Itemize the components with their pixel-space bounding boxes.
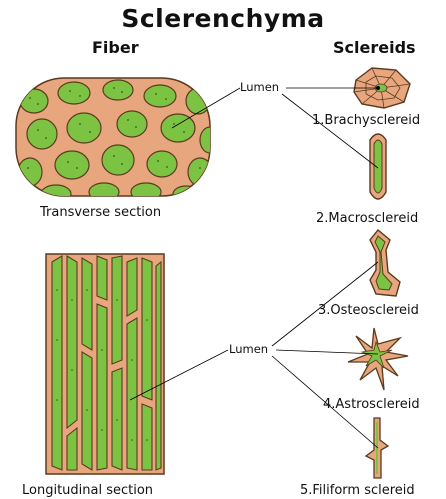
astrosclereid-drawing <box>347 327 409 391</box>
fiber-heading: Fiber <box>92 38 139 57</box>
longitudinal-section-label: Longitudinal section <box>22 483 154 498</box>
longitudinal-section-drawing <box>45 253 165 475</box>
diagram-title: Sclerenchyma <box>121 4 325 33</box>
sclereids-heading: Sclereids <box>333 38 416 57</box>
osteosclereid-label: 3.Osteosclereid <box>318 303 419 318</box>
lumen-label-bottom: Lumen <box>229 342 269 356</box>
filiform-sclereid-label: 5.Filiform sclereid <box>300 483 415 498</box>
pointer-lines <box>129 86 380 449</box>
macrosclereid-label: 2.Macrosclereid <box>316 211 419 226</box>
transverse-section-label: Transverse section <box>40 205 162 220</box>
osteosclereid-drawing <box>369 229 401 297</box>
transverse-section-drawing <box>15 77 211 197</box>
filiform-sclereid-drawing <box>364 417 390 479</box>
astrosclereid-label: 4.Astrosclereid <box>323 397 420 412</box>
lumen-label-top: Lumen <box>240 80 280 94</box>
brachysclereid-label: 1.Brachysclereid <box>312 113 421 128</box>
macrosclereid-drawing <box>369 133 387 200</box>
